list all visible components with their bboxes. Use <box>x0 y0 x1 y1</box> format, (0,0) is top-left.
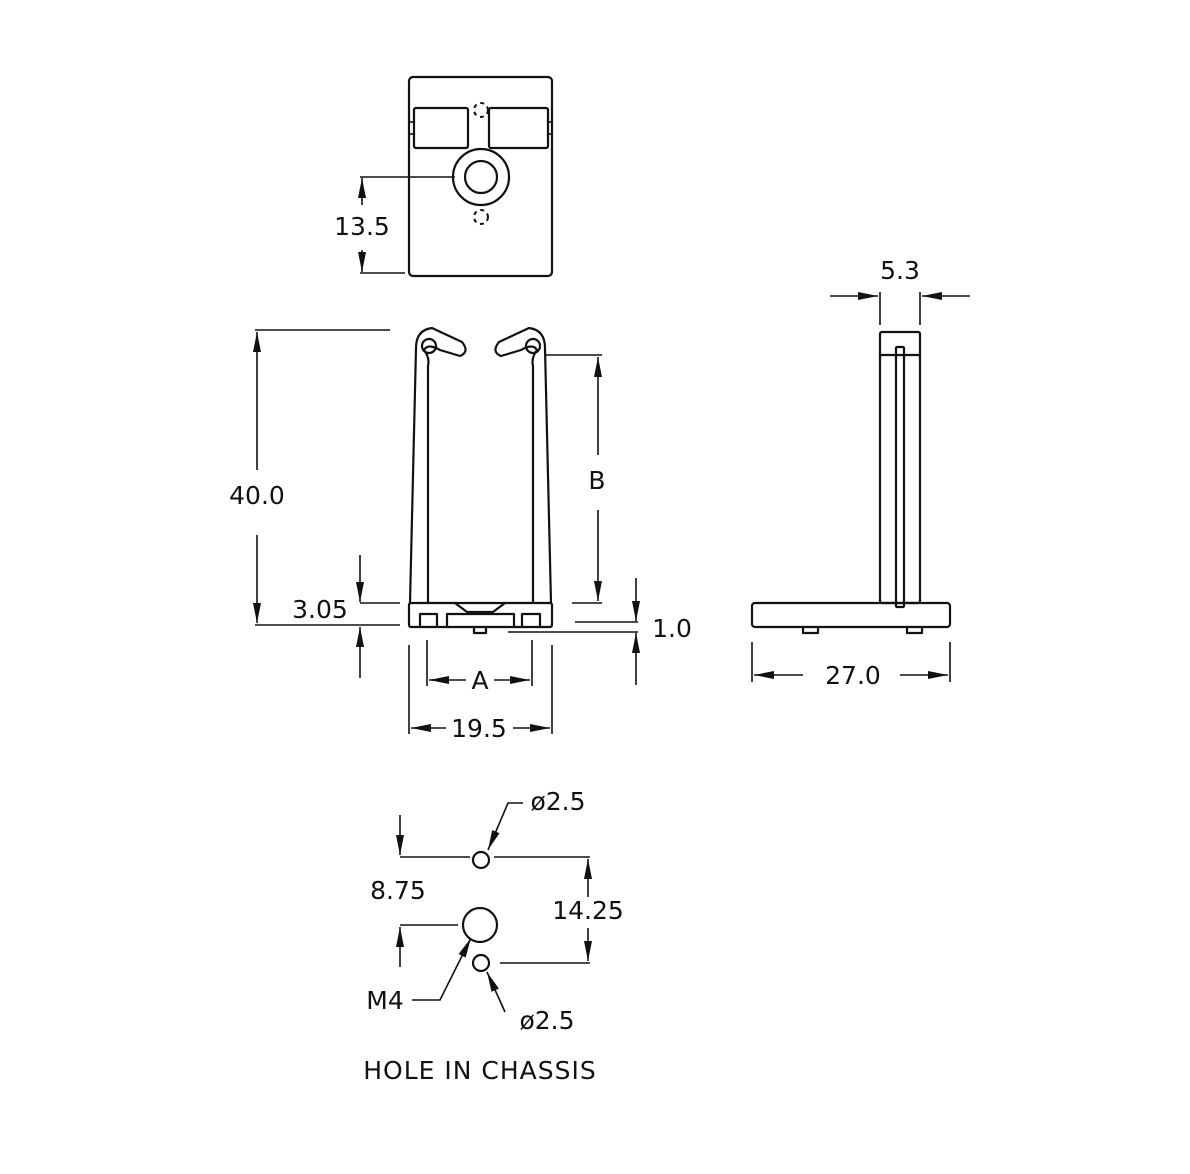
dim-19-5: 19.5 <box>451 714 507 743</box>
dim-3-05: 3.05 <box>292 595 348 624</box>
dim-13-5: 13.5 <box>334 212 390 241</box>
label-m4: M4 <box>366 986 403 1015</box>
hole-pattern: 8.75 14.25 ø2.5 M4 ø2.5 HOLE IN CHASSIS <box>363 787 624 1085</box>
front-view <box>407 326 554 635</box>
dim-b: B <box>588 466 605 495</box>
dim-5-3: 5.3 <box>880 256 920 285</box>
dim-a: A <box>471 666 488 695</box>
dim-27-0: 27.0 <box>825 661 881 690</box>
side-view <box>750 330 952 635</box>
small-hole-bottom <box>471 953 491 973</box>
label-small-hole-top: ø2.5 <box>530 787 585 816</box>
small-hole-top <box>471 850 491 870</box>
dim-8-75: 8.75 <box>370 876 426 905</box>
dim-40-0: 40.0 <box>229 481 285 510</box>
dim-1-0: 1.0 <box>652 614 692 643</box>
main-hole <box>461 906 499 944</box>
top-view: 13.5 <box>334 75 554 278</box>
hole-pattern-title: HOLE IN CHASSIS <box>363 1056 597 1085</box>
dim-14-25: 14.25 <box>552 896 624 925</box>
label-small-hole-bottom: ø2.5 <box>519 1006 574 1035</box>
